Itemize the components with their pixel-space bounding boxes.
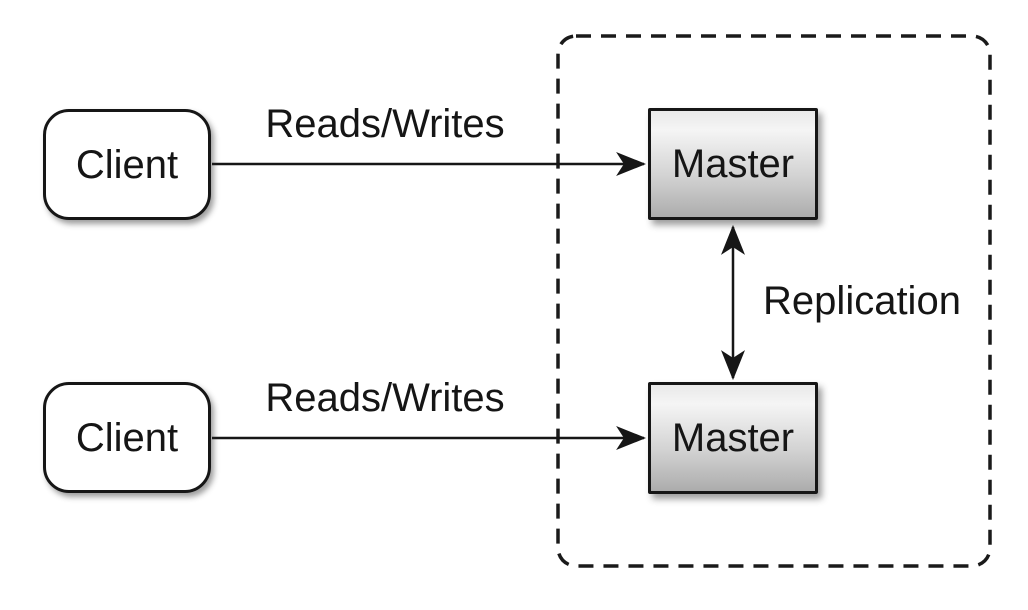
- edge-label-reads-writes-top: Reads/Writes: [265, 102, 505, 146]
- edge-label-replication: Replication: [763, 279, 961, 323]
- node-client-top: Client: [43, 109, 211, 220]
- node-client-top-label: Client: [75, 142, 179, 187]
- node-client-bottom-label: Client: [75, 415, 179, 460]
- node-client-bottom: Client: [43, 382, 211, 493]
- node-master-bottom: Master: [648, 382, 818, 494]
- node-master-bottom-label: Master: [671, 416, 795, 460]
- node-master-top-label: Master: [671, 142, 795, 186]
- edge-label-reads-writes-bottom: Reads/Writes: [265, 376, 505, 420]
- node-master-top: Master: [648, 108, 818, 220]
